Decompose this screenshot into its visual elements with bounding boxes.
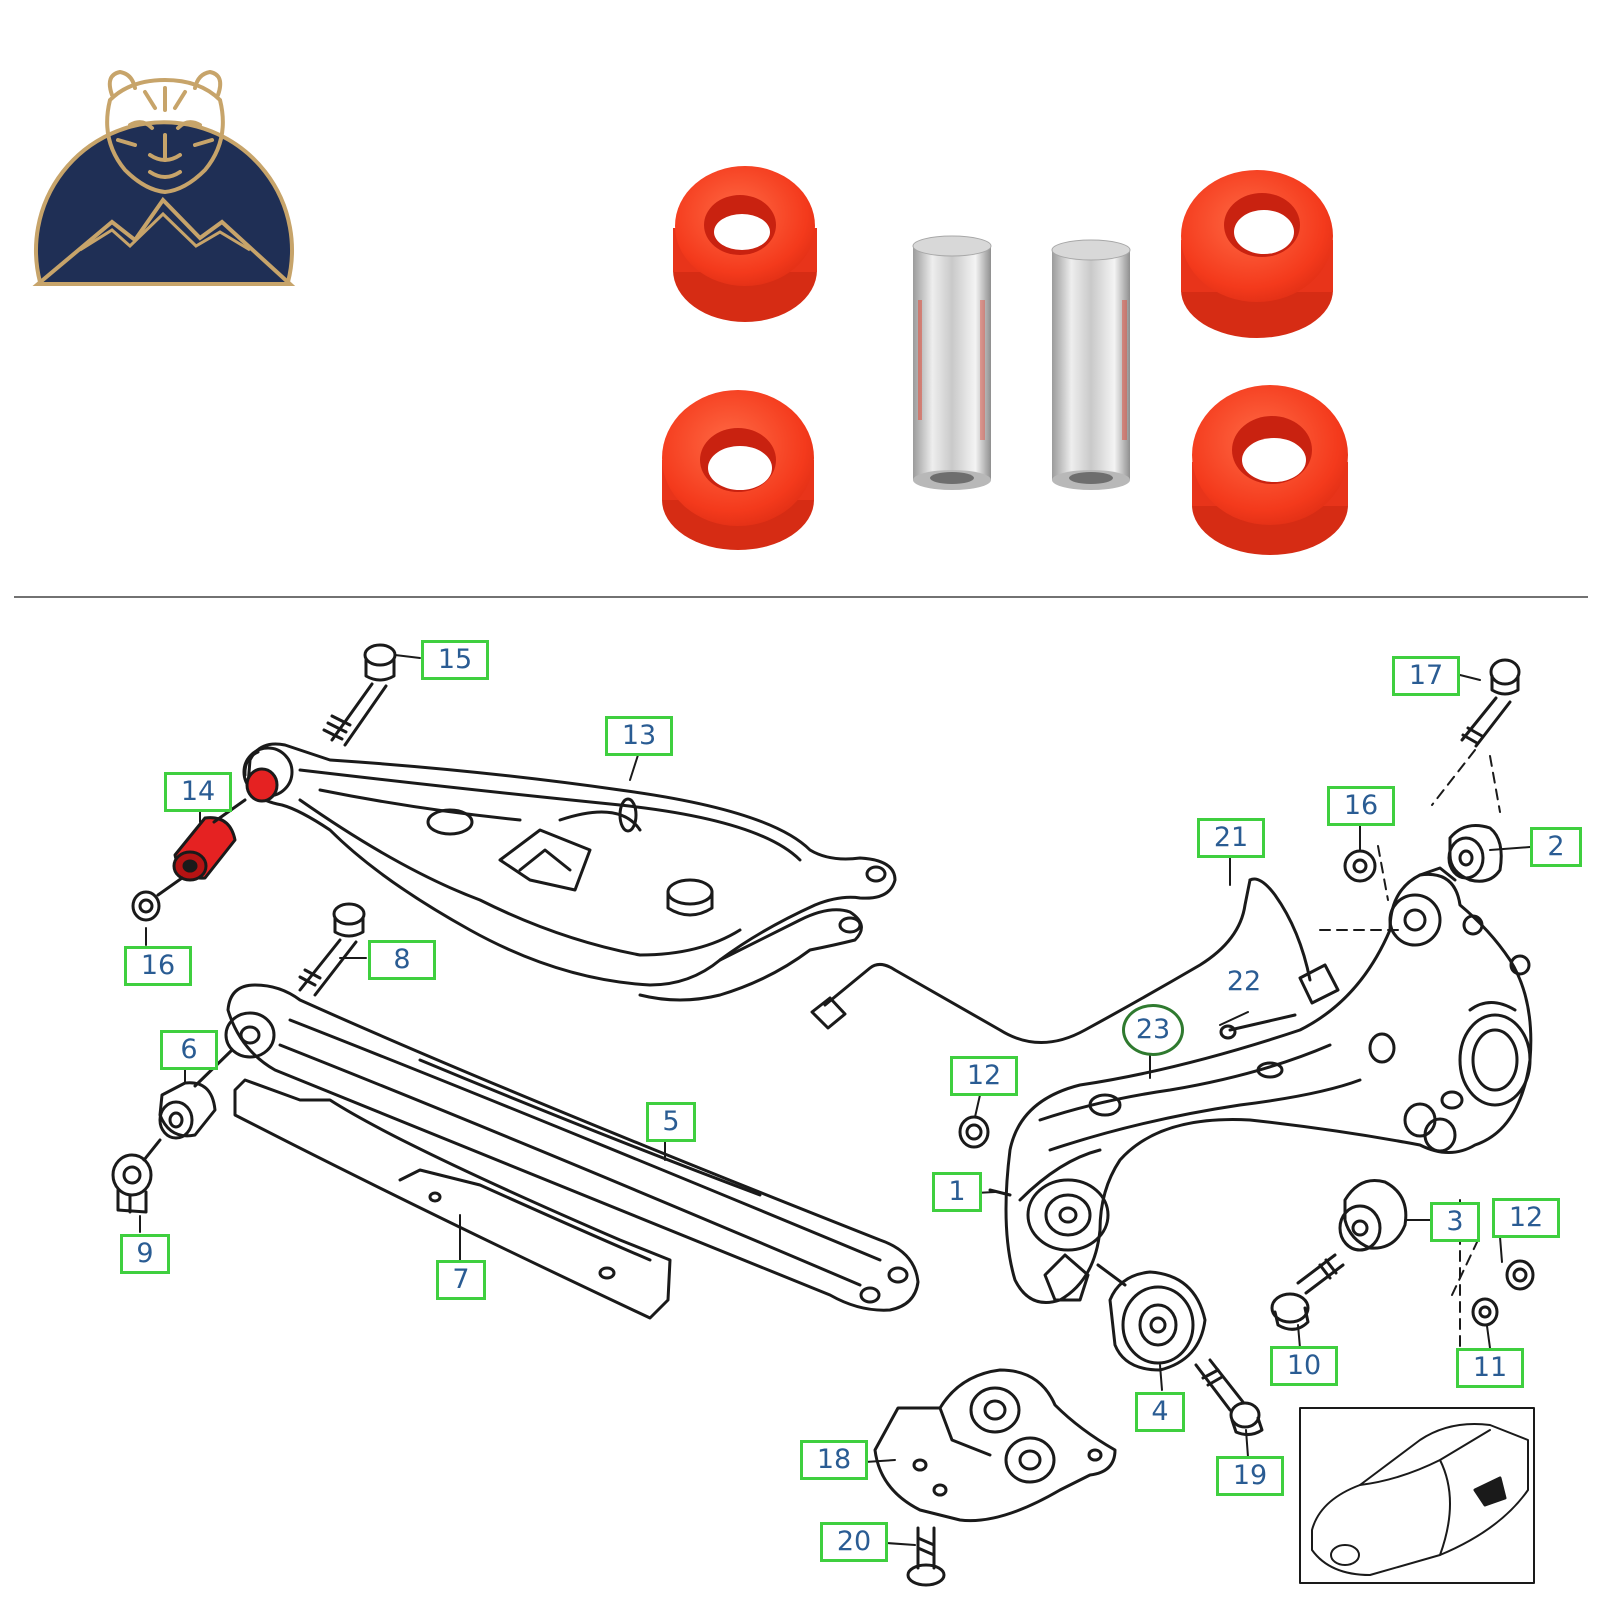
- callout-3: 3: [1430, 1202, 1480, 1242]
- callout-16-left: 16: [124, 946, 192, 986]
- callout-16-right: 16: [1327, 786, 1395, 826]
- callout-8: 8: [368, 940, 436, 980]
- steel-sleeve: [912, 235, 992, 490]
- callout-4: 4: [1135, 1392, 1185, 1432]
- nut-12-left: [958, 1115, 990, 1149]
- nut-12-right: [1505, 1259, 1535, 1291]
- callout-15: 15: [421, 640, 489, 680]
- callout-23: 23: [1122, 1004, 1184, 1056]
- bolt-19: [1194, 1358, 1264, 1437]
- vehicle-location-thumbnail: [1299, 1407, 1535, 1584]
- callout-20: 20: [820, 1522, 888, 1562]
- nut-16-left: [131, 876, 184, 922]
- rear-knuckle-trailing-arm: [988, 866, 1533, 1304]
- callout-14: 14: [164, 772, 232, 812]
- suspension-diagram: [111, 643, 1535, 1587]
- nut-16-right: [1343, 849, 1377, 883]
- bushing-4: [1096, 1263, 1207, 1372]
- bolt-17: [1460, 658, 1521, 748]
- callout-12-right: 12: [1492, 1198, 1560, 1238]
- callout-10: 10: [1270, 1346, 1338, 1386]
- product-photo: [662, 166, 1348, 555]
- nut-11: [1471, 1297, 1499, 1327]
- bushing-3: [1338, 1179, 1408, 1252]
- callout-9: 9: [120, 1234, 170, 1274]
- callout-6: 6: [160, 1030, 218, 1070]
- bolt-15: [322, 643, 397, 747]
- callout-17: 17: [1392, 656, 1460, 696]
- mount-bracket-18: [873, 1368, 1117, 1523]
- callout-5: 5: [646, 1102, 696, 1142]
- callout-7: 7: [436, 1260, 486, 1300]
- callout-21: 21: [1197, 818, 1265, 858]
- label-22: 22: [1226, 966, 1262, 997]
- urethane-bushing: [1192, 385, 1348, 555]
- bolt-8: [298, 902, 366, 997]
- urethane-bushing: [1181, 170, 1333, 338]
- abs-sensor-wire: [810, 877, 1340, 1044]
- tiger-mountain-logo-icon: [32, 69, 296, 286]
- splash-shield: [233, 1078, 672, 1320]
- bushing-9: [111, 1138, 162, 1214]
- callout-11: 11: [1456, 1348, 1524, 1388]
- callout-13: 13: [605, 716, 673, 756]
- callout-1: 1: [932, 1172, 982, 1212]
- bushing-14: [172, 767, 279, 882]
- urethane-bushing: [662, 390, 814, 550]
- urethane-bushing: [673, 166, 817, 322]
- bolt-20: [906, 1526, 946, 1587]
- callout-2: 2: [1530, 827, 1582, 867]
- callout-18: 18: [800, 1440, 868, 1480]
- bolt-10: [1270, 1253, 1345, 1331]
- bushing-2: [1447, 824, 1503, 883]
- callout-12-left: 12: [950, 1056, 1018, 1096]
- steel-sleeve: [1051, 239, 1131, 490]
- callout-19: 19: [1216, 1456, 1284, 1496]
- lower-control-arm: [224, 983, 920, 1312]
